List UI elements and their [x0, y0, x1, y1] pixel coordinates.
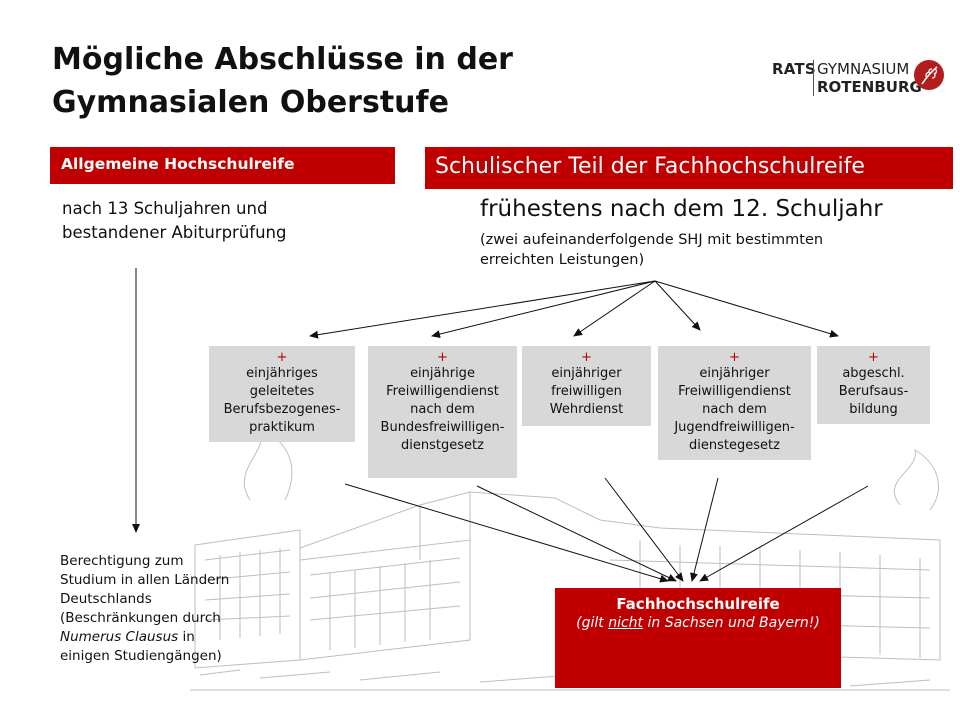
- arrow-to-opt-4: [654, 280, 701, 331]
- ahr-header-label: Allgemeine Hochschulreife: [61, 155, 295, 173]
- option-line: Jugendfreiwilligen-: [674, 420, 795, 435]
- option-jugendfreiwilligendienst: + einjähriger Freiwilligendienst nach de…: [658, 346, 811, 460]
- option-line: Wehrdienst: [549, 402, 624, 417]
- fhr-header: Schulischer Teil der Fachhochschulreife: [425, 147, 953, 189]
- fhr-header-label: Schulischer Teil der Fachhochschulreife: [435, 154, 865, 179]
- slide-title-line-2: Gymnasialen Oberstufe: [52, 85, 449, 120]
- ahr-header: Allgemeine Hochschulreife: [50, 147, 395, 184]
- plus-sign: +: [729, 350, 740, 365]
- option-berufsausbildung: + abgeschl. Berufsaus- bildung: [817, 346, 930, 424]
- arrow-to-opt-2: [431, 280, 656, 338]
- option-line: einjähriger: [699, 366, 770, 381]
- entitlement-line-5-rest: in: [178, 629, 195, 645]
- result-note-post: in Sachsen und Bayern!): [643, 615, 820, 631]
- ahr-description-line-1: nach 13 Schuljahren und: [62, 199, 268, 218]
- logo-separator: [813, 60, 814, 96]
- logo-rats: RATS: [772, 60, 816, 78]
- result-note-pre: (gilt: [576, 615, 609, 631]
- option-line: praktikum: [249, 420, 315, 435]
- arrow-opt-1-to-result: [344, 483, 669, 583]
- arrow-to-opt-1: [309, 280, 656, 339]
- option-line: bildung: [849, 402, 898, 417]
- plus-sign: +: [437, 350, 448, 365]
- slide-title: Mögliche Abschlüsse in der Gymnasialen O…: [52, 38, 513, 124]
- entitlement-line-5: Numerus Clausus in: [60, 628, 229, 647]
- result-note: (gilt nicht in Sachsen und Bayern!): [555, 615, 841, 631]
- school-logo: RATS GYMNASIUM ROTENBURG: [772, 58, 944, 98]
- option-line: Freiwilligendienst: [678, 384, 791, 399]
- arrow-opt-4-to-result: [690, 477, 719, 582]
- entitlement-line-1: Berechtigung zum: [60, 553, 184, 569]
- option-line: freiwilligen: [551, 384, 622, 399]
- slide-title-line-1: Mögliche Abschlüsse in der: [52, 42, 513, 77]
- option-line: einjähriges: [246, 366, 318, 381]
- arrow-opt-2-to-result: [476, 485, 677, 582]
- option-line: dienstgesetz: [401, 438, 484, 453]
- arrow-opt-5-to-result: [699, 485, 869, 582]
- arrow-opt-3-to-result: [604, 477, 684, 582]
- fhr-condition-note-line-1: (zwei aufeinanderfolgende SHJ mit bestim…: [480, 232, 824, 248]
- numerus-clausus-term: Numerus Clausus: [60, 629, 179, 645]
- entitlement-line-3: Deutschlands: [60, 591, 152, 607]
- logo-rotenburg: ROTENBURG: [817, 78, 922, 96]
- option-bundesfreiwilligendienst: + einjährige Freiwilligendienst nach dem…: [368, 346, 517, 478]
- option-line: Berufsaus-: [838, 384, 909, 399]
- option-line: dienstegesetz: [689, 438, 780, 453]
- entitlement-line-2: Studium in allen Ländern: [60, 572, 230, 588]
- result-title: Fachhochschulreife: [616, 595, 780, 613]
- option-line: Freiwilligendienst: [386, 384, 499, 399]
- fhr-condition-note: (zwei aufeinanderfolgende SHJ mit bestim…: [480, 230, 823, 270]
- ahr-description-line-2: bestandener Abiturprüfung: [62, 223, 287, 242]
- logo-gymnasium: GYMNASIUM: [817, 60, 910, 78]
- result-note-nicht: nicht: [608, 615, 644, 631]
- fhr-condition-note-line-2: erreichten Leistungen): [480, 252, 645, 268]
- plus-sign: +: [581, 350, 592, 365]
- plus-sign: +: [868, 350, 879, 365]
- fachhochschulreife-result-box: Fachhochschulreife (gilt nicht in Sachse…: [555, 588, 841, 688]
- option-line: Bundesfreiwilligen-: [380, 420, 505, 435]
- option-line: Berufsbezogenes-: [223, 402, 341, 417]
- entitlement-line-4: (Beschränkungen durch: [60, 610, 221, 626]
- option-line: abgeschl.: [842, 366, 905, 381]
- option-line: geleitetes: [249, 384, 315, 399]
- wheat-emblem-icon: [914, 60, 944, 90]
- arrow-to-opt-5: [654, 280, 839, 338]
- ahr-description: nach 13 Schuljahren und bestandener Abit…: [62, 197, 287, 245]
- option-berufspraktikum: + einjähriges geleitetes Berufsbezogenes…: [209, 346, 355, 442]
- option-wehrdienst: + einjähriger freiwilligen Wehrdienst: [522, 346, 651, 426]
- fhr-condition: frühestens nach dem 12. Schuljahr: [480, 196, 883, 222]
- option-line: nach dem: [702, 402, 767, 417]
- entitlement-line-6: einigen Studiengängen): [60, 648, 222, 664]
- option-line: einjähriger: [551, 366, 622, 381]
- arrow-to-opt-3: [573, 280, 656, 337]
- option-line: nach dem: [410, 402, 475, 417]
- option-line: einjährige: [410, 366, 475, 381]
- plus-sign: +: [276, 350, 288, 365]
- study-entitlement-text: Berechtigung zum Studium in allen Länder…: [60, 552, 229, 666]
